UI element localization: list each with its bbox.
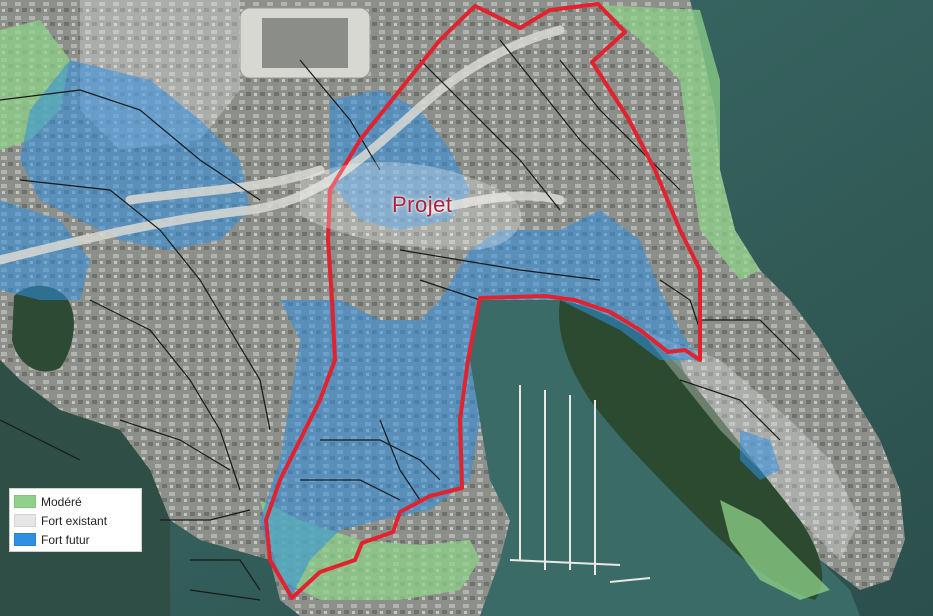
legend-item-strong-future: Fort futur xyxy=(14,530,137,549)
legend-swatch-moderate xyxy=(14,495,36,508)
legend-label: Fort futur xyxy=(41,532,90,547)
marina xyxy=(509,385,651,583)
legend-item-strong-existing: Fort existant xyxy=(14,511,137,530)
stadium xyxy=(239,7,371,79)
map-legend: Modéré Fort existant Fort futur xyxy=(9,488,142,552)
mangrove-left xyxy=(12,285,74,372)
legend-swatch-strong-future xyxy=(14,533,36,546)
label-haze xyxy=(300,161,522,250)
project-label: Projet xyxy=(392,192,453,217)
legend-swatch-strong-existing xyxy=(14,514,36,527)
legend-label: Fort existant xyxy=(41,513,108,528)
road-network xyxy=(0,25,565,265)
project-boundary xyxy=(264,2,702,600)
parcel-lines xyxy=(0,39,801,601)
legend-item-moderate: Modéré xyxy=(14,492,137,511)
legend-label: Modéré xyxy=(41,494,82,509)
